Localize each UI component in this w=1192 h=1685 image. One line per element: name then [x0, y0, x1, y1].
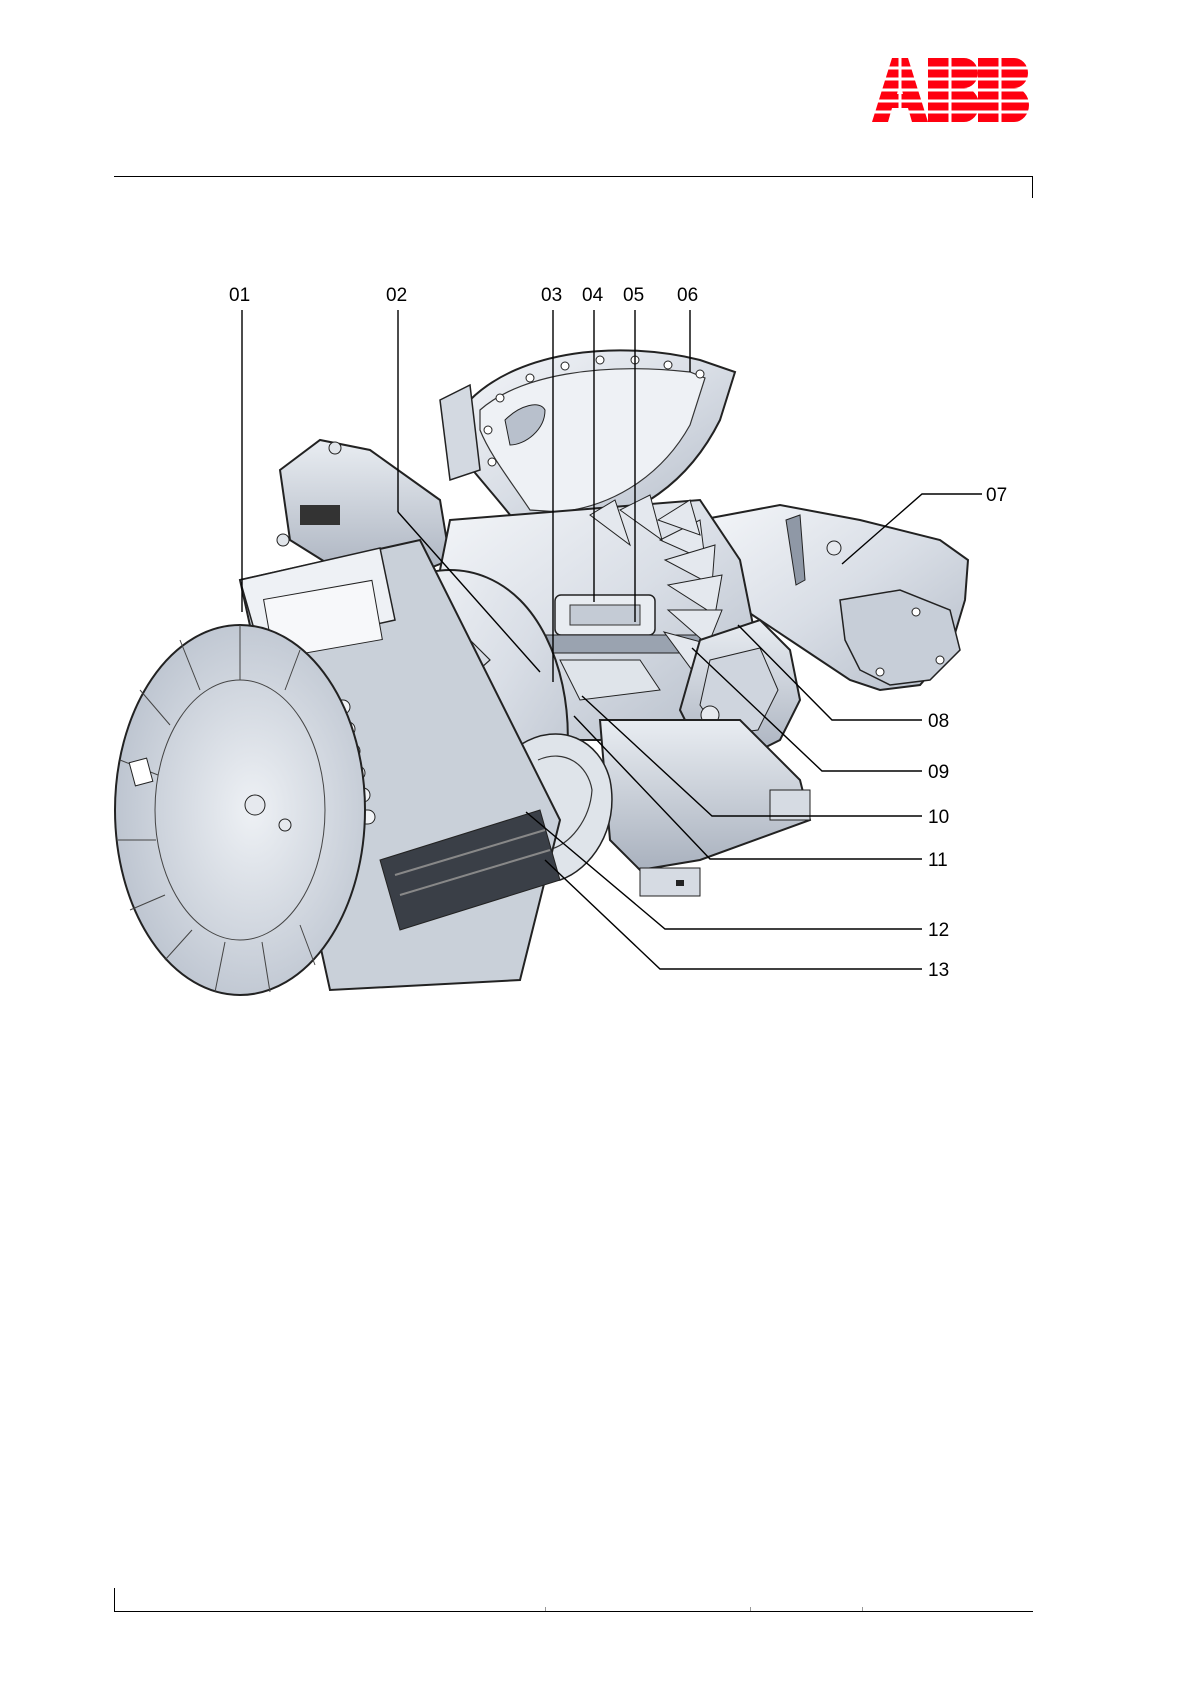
callout-04: 04: [582, 285, 604, 306]
callout-10: 10: [928, 807, 949, 828]
footer-separator: [862, 1607, 863, 1611]
callout-13: 13: [928, 960, 949, 981]
callout-03: 03: [541, 285, 562, 306]
callout-06: 06: [677, 285, 698, 306]
footer-rule: [114, 1611, 1033, 1612]
footer-separator: [545, 1607, 546, 1611]
callout-11: 11: [928, 850, 948, 871]
callout-01: 01: [229, 285, 250, 306]
callout-02: 02: [386, 285, 407, 306]
casing-foot: [600, 720, 810, 896]
footer-separator: [750, 1607, 751, 1611]
callout-05: 05: [623, 285, 644, 306]
callout-08: 08: [928, 711, 949, 732]
callout-07: 07: [986, 485, 1007, 506]
callout-09: 09: [928, 762, 949, 783]
callout-12: 12: [928, 920, 949, 941]
footer-tick: [114, 1588, 115, 1611]
